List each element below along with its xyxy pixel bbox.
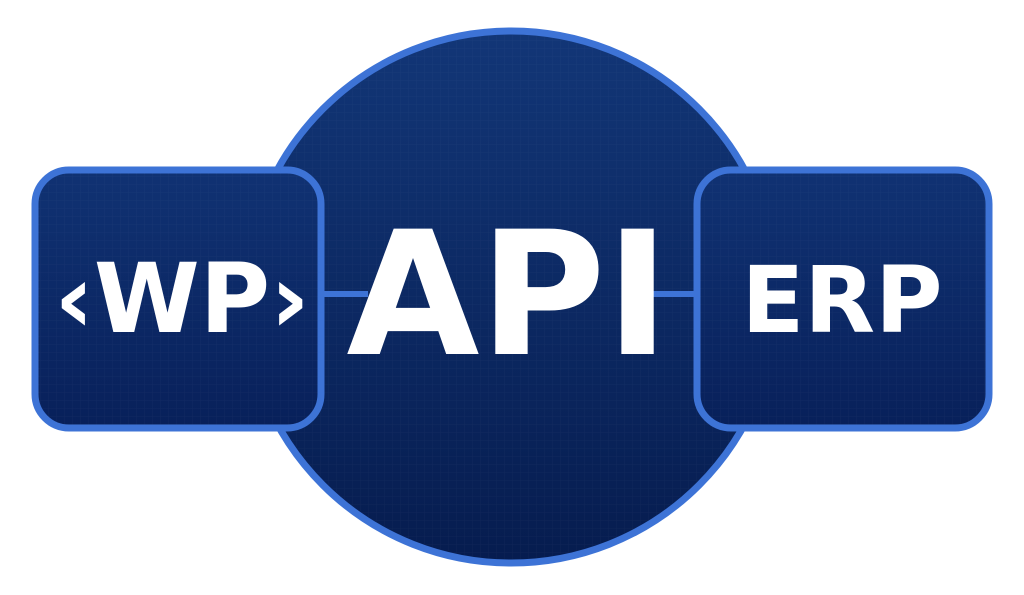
erp-label: ERP	[741, 247, 942, 354]
api-label: API	[346, 194, 669, 395]
api-hub-circle	[241, 27, 781, 567]
erp-node	[693, 166, 993, 432]
wp-label: ‹WP›	[54, 243, 309, 355]
wp-node	[31, 166, 325, 432]
